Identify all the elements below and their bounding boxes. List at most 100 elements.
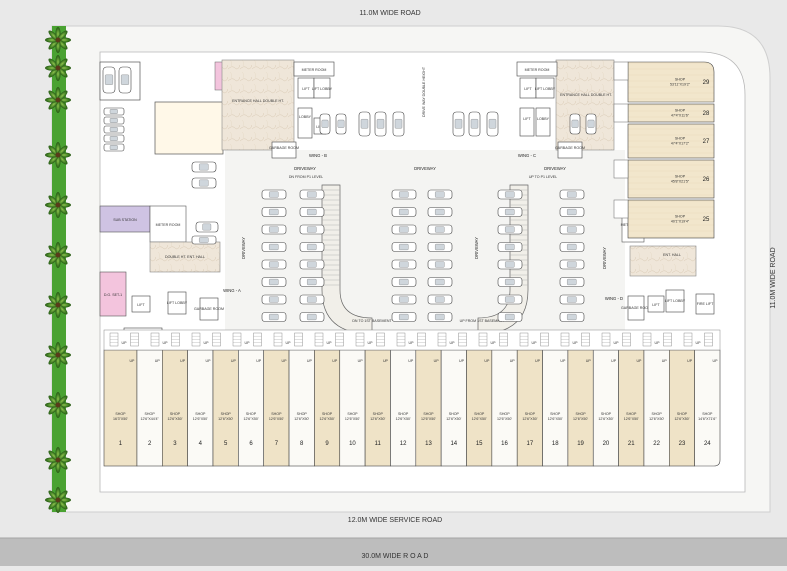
palm-tree: [45, 292, 71, 318]
void-top-left: [154, 101, 224, 155]
shop-label: SHOP: [675, 78, 686, 82]
up-label: UP: [510, 359, 516, 363]
shop-size: 47'4"X17'2": [671, 142, 690, 146]
road-label-bottom: 30.0M WIDE R O A D: [362, 553, 429, 560]
car-icon: [427, 224, 453, 235]
parked-cars: [102, 66, 597, 322]
palm-tree: [45, 142, 71, 168]
shop-number: 24: [704, 441, 711, 447]
shop-label: SHOP: [347, 412, 358, 416]
lift-lobby-d: [665, 289, 685, 313]
shop-number: 8: [300, 441, 304, 447]
car-icon: [559, 189, 585, 200]
entrance-hall-right-label: ENTRANCE HALL DOUBLE HT.: [560, 93, 612, 97]
shop-label: SHOP: [115, 412, 126, 416]
car-icon: [358, 111, 371, 137]
up-label: UP: [662, 359, 668, 363]
car-icon: [103, 134, 125, 143]
car-icon: [299, 294, 325, 305]
up-label: UP: [163, 341, 169, 345]
garbage-room-d-label: GARBAGE ROOM: [621, 306, 651, 310]
car-icon: [391, 312, 417, 322]
shop-size: 12'6"X50': [649, 417, 664, 421]
up-label: UP: [327, 341, 333, 345]
lobby-c: [535, 107, 551, 137]
car-icon: [497, 224, 523, 235]
lift-lobby-b-label: LIFT LOBBY: [312, 87, 333, 91]
lift-lobby-a: [167, 291, 187, 315]
lobby-b-label: LOBBY: [299, 115, 312, 119]
palm-tree: [45, 487, 71, 513]
car-icon: [569, 113, 581, 135]
car-icon: [195, 221, 219, 233]
up-label: UP: [286, 341, 292, 345]
up-label: UP: [696, 341, 702, 345]
shop-number: 7: [275, 441, 279, 447]
shop-size: 12'6"X50': [269, 417, 284, 421]
shop-size: 12'6"X50': [370, 417, 385, 421]
car-icon: [335, 113, 347, 135]
shop-number: 2: [148, 441, 152, 447]
up-label: UP: [358, 359, 364, 363]
car-icon: [319, 113, 331, 135]
shop-number: 29: [703, 80, 710, 86]
stair-box: [613, 159, 629, 179]
double-ht-ent-hall-a: [149, 241, 221, 273]
car-icon: [102, 66, 116, 94]
fire-lift: [695, 293, 715, 315]
shop-label: SHOP: [195, 412, 206, 416]
wing-c-label: WING - C: [518, 153, 536, 158]
lift-lobby-c: [535, 77, 555, 99]
car-icon: [559, 224, 585, 235]
garbage-room-a: [199, 297, 219, 321]
car-icon: [559, 277, 585, 287]
shop-label: SHOP: [170, 412, 181, 416]
sub-station: [99, 205, 151, 233]
meter-room-b: [293, 61, 335, 77]
shop-size: 12'6"X50': [674, 417, 689, 421]
shop-size: 12'6"X50': [421, 417, 436, 421]
car-icon: [103, 143, 125, 152]
car-icon: [299, 242, 325, 252]
ramp-left-bottom-label: DN TO 1ST BASEMENT: [352, 319, 392, 323]
car-icon: [299, 207, 325, 217]
shop-size: 12'6"X50': [193, 417, 208, 421]
up-label: UP: [206, 359, 212, 363]
wing-a-label: WING - A: [223, 288, 241, 293]
parking-area: [225, 150, 625, 330]
up-label: UP: [713, 359, 719, 363]
car-icon: [391, 277, 417, 287]
car-icon: [391, 259, 417, 270]
wing-d-label: WING - D: [605, 296, 623, 301]
shop-number: 28: [703, 111, 710, 117]
shop-size: 12'6"X50': [320, 417, 335, 421]
lift-c1-label: LIFT: [524, 87, 532, 91]
up-label: UP: [368, 341, 374, 345]
shop-number: 15: [476, 441, 483, 447]
up-label: UP: [532, 341, 538, 345]
shop-number: 23: [679, 441, 686, 447]
shop-label: SHOP: [675, 175, 686, 179]
ramp-left-top-label: DN FROM P1 LEVEL: [289, 175, 323, 179]
dg-set-label: D.G. SET-1: [104, 293, 122, 297]
meter-room-a: [149, 205, 187, 243]
fire-lift-label: FIRE LIFT: [697, 302, 714, 306]
car-icon: [559, 294, 585, 305]
lift-d1: [647, 295, 665, 313]
palm-tree: [45, 87, 71, 113]
car-icon: [497, 312, 523, 322]
